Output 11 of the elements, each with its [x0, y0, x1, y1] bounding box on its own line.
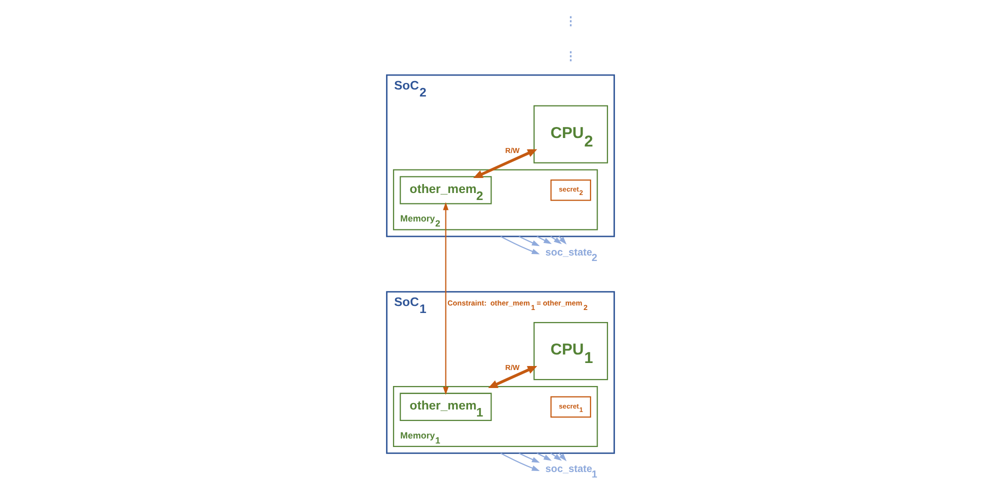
arrow — [500, 236, 540, 254]
arrow — [536, 236, 552, 244]
arrow — [518, 236, 540, 246]
label: ⋮ — [564, 50, 576, 62]
arrow — [518, 452, 540, 463]
arrow — [472, 149, 537, 178]
arrow — [488, 366, 537, 388]
label: ⋮ — [564, 15, 576, 28]
arrow — [442, 202, 448, 395]
arrow — [536, 452, 552, 461]
arrow — [500, 452, 540, 471]
